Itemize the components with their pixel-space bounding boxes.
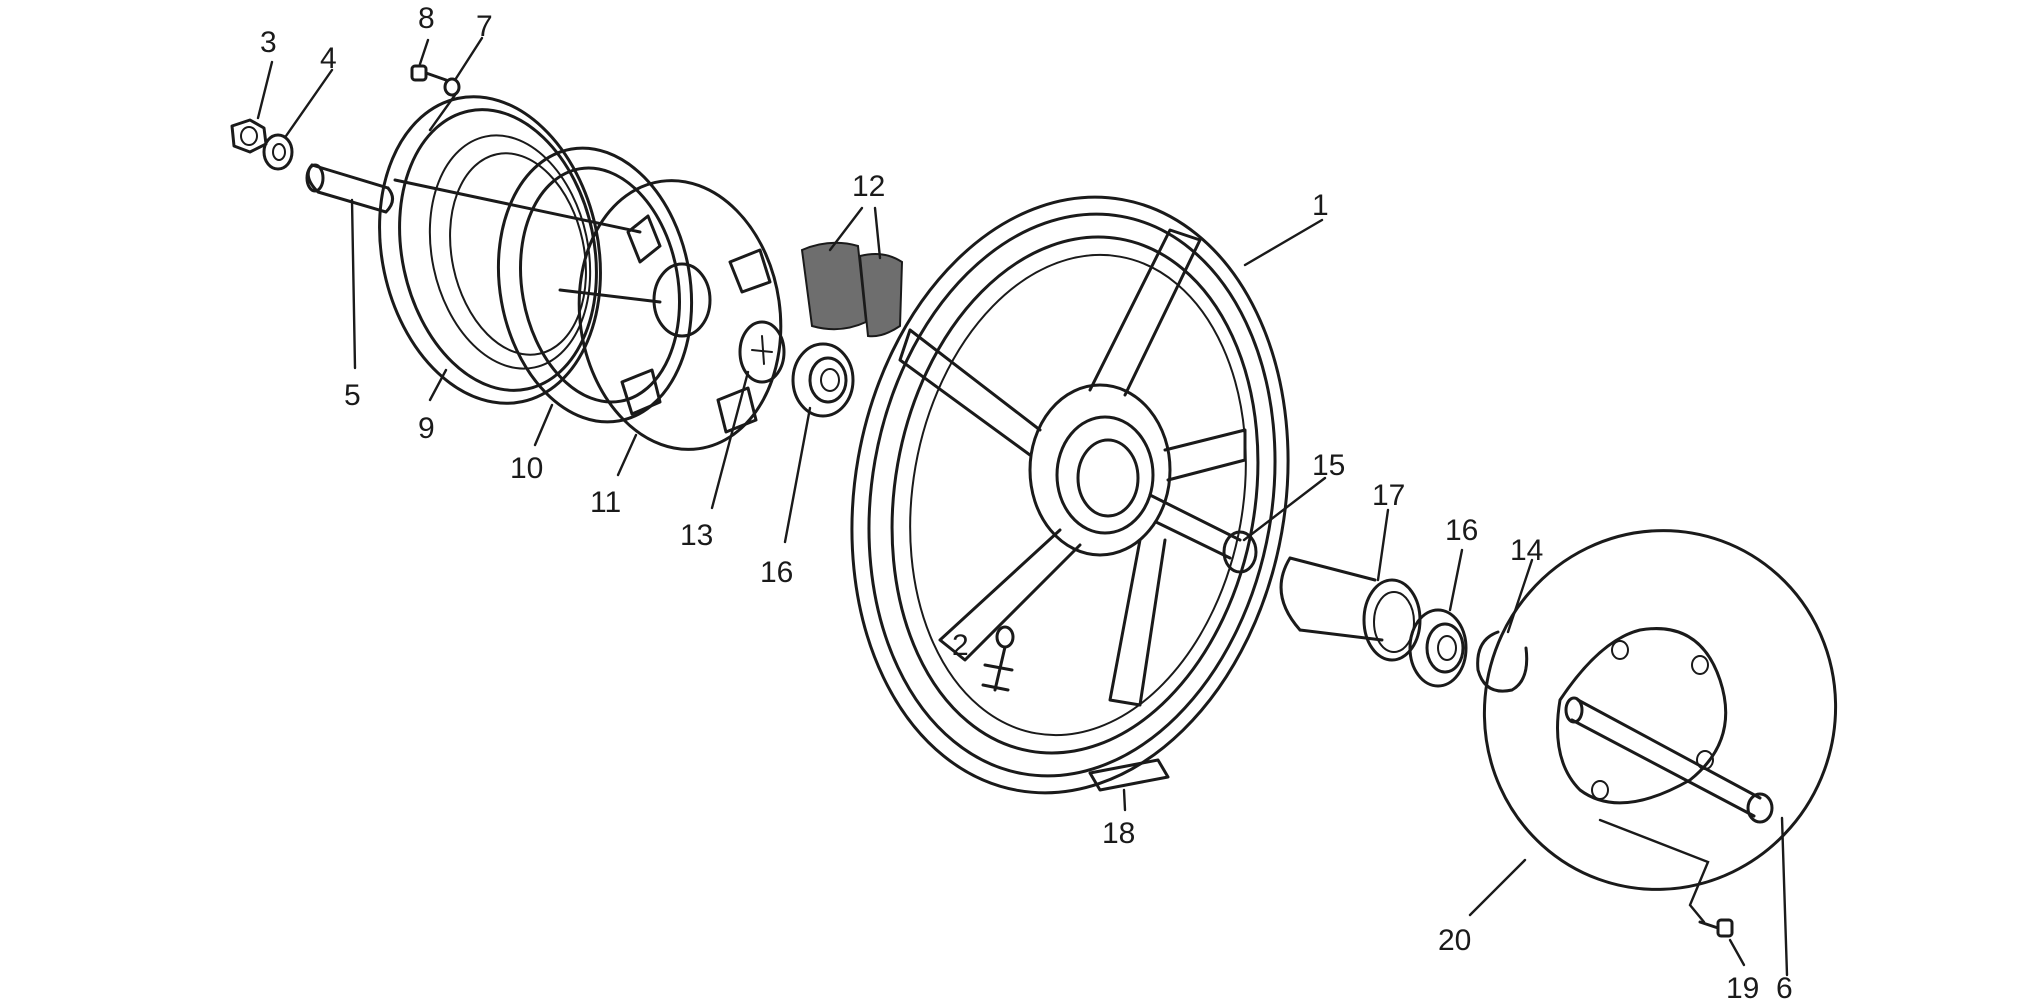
callout-8: 8 [418, 2, 435, 35]
callout-13: 13 [680, 519, 713, 552]
callout-16-left: 16 [760, 556, 793, 589]
callout-20: 20 [1438, 924, 1471, 957]
callout-5: 5 [344, 379, 361, 412]
callout-15: 15 [1312, 449, 1345, 482]
callout-16-right: 16 [1445, 514, 1478, 547]
callout-12: 12 [852, 170, 885, 203]
callout-2: 2 [952, 629, 969, 662]
callout-9: 9 [418, 412, 435, 445]
part-19-disc-bolt [1698, 918, 1734, 938]
callout-4: 4 [320, 42, 337, 75]
part-1-wheel [850, 195, 1290, 795]
part-8-bolt [410, 64, 448, 82]
part-20-brake-disc [1482, 529, 1838, 891]
part-17-spacer-tube [1279, 556, 1422, 662]
callout-1: 1 [1312, 189, 1329, 222]
callout-17: 17 [1372, 479, 1405, 512]
part-7-washer [443, 77, 461, 97]
callout-3: 3 [260, 26, 277, 59]
leader-lines [256, 36, 1789, 977]
part-18-weight [1088, 758, 1170, 792]
part-3-nut [230, 118, 268, 154]
callout-19: 19 [1726, 972, 1759, 1003]
callout-6: 6 [1776, 972, 1793, 1003]
callout-7: 7 [476, 10, 493, 43]
part-4-washer [262, 133, 294, 171]
callout-18: 18 [1102, 817, 1135, 850]
part-11-backing-plate [558, 179, 783, 451]
callout-11: 11 [590, 486, 621, 519]
part-14-circlip [1476, 630, 1529, 693]
callout-14: 14 [1510, 534, 1543, 567]
part-10-ring [496, 146, 694, 424]
part-16-bearing-left [791, 342, 855, 418]
part-2-valve [981, 625, 1015, 692]
part-12-brake-pads [800, 241, 904, 338]
part-6-axle [1564, 696, 1774, 824]
part-9-drum [378, 95, 642, 405]
part-13-cover [738, 320, 786, 384]
callout-labels: 3 4 5 6 7 8 9 10 11 12 13 14 15 16 16 17… [260, 2, 1793, 1003]
part-16-bearing-right [1408, 608, 1468, 688]
callout-10: 10 [510, 452, 543, 485]
